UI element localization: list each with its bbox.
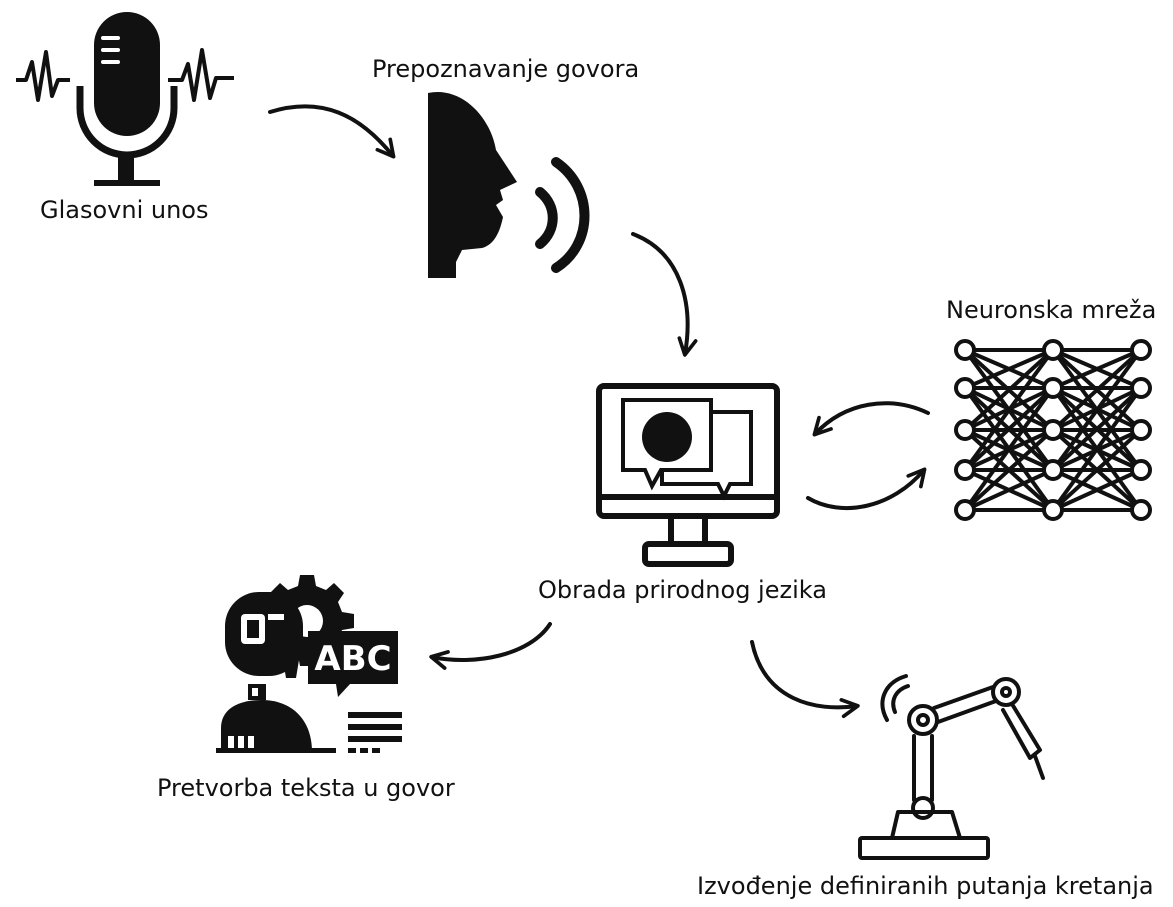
voice-input-label: Glasovni unos [40,196,209,224]
arrow-nlp-to-tts [429,622,552,670]
abc-badge-text: ABC [314,639,391,679]
arrow-nlp-to-robot [750,640,860,719]
speech-recognition-label: Prepoznavanje govora [372,55,640,83]
neural-network-icon [954,339,1152,521]
microphone-icon [16,12,234,186]
nlp-label: Obrada prirodnog jezika [538,576,827,604]
neural-network-label: Neuronska mreža [946,296,1157,324]
arrow-asr-to-nlp [631,232,698,357]
robot-paths-label: Izvođenje definiranih putanja kretanja [697,872,1154,900]
robot-arm-icon [858,674,1045,860]
arrows [268,104,930,719]
monitor-chat-icon [596,383,780,567]
arrow-voice-to-asr [268,104,396,159]
text-to-speech-icon: ABC [216,575,402,753]
arrow-nn-to-nlp [812,401,930,437]
speaking-head-icon [428,91,590,279]
text-to-speech-label: Pretvorba teksta u govor [157,774,455,802]
arrow-nlp-to-nn [806,467,927,511]
